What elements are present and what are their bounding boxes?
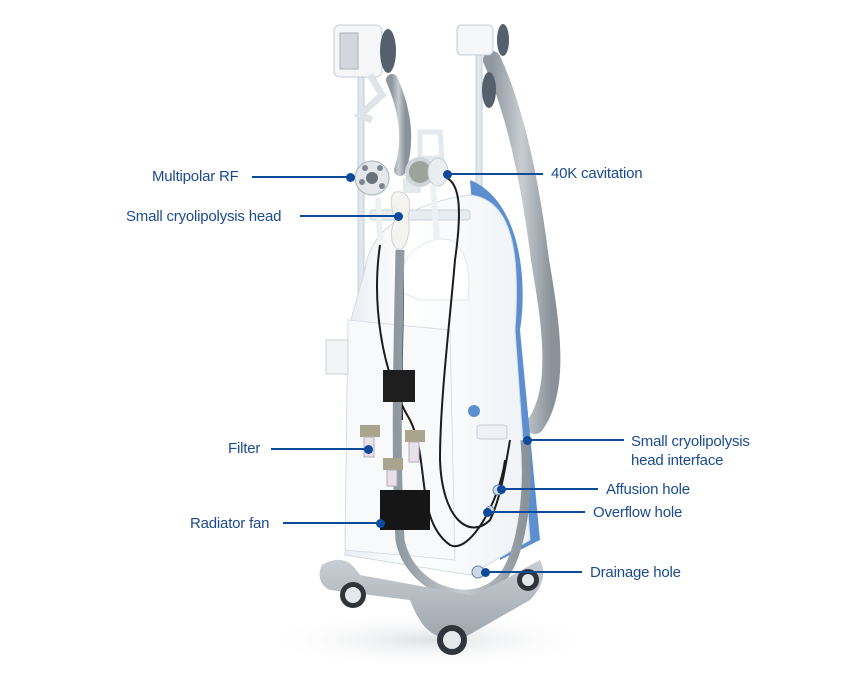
filter-assembly xyxy=(360,425,425,487)
callout-dot-radiator-fan xyxy=(376,519,385,528)
callout-label-small-cryo-head-interface: Small cryolipolysis head interface xyxy=(631,432,750,470)
callout-line-multipolar-rf xyxy=(252,176,350,178)
black-cable-2 xyxy=(376,244,506,548)
callout-dot-drainage-hole xyxy=(481,568,490,577)
callout-label-affusion-hole: Affusion hole xyxy=(606,481,690,498)
callout-label-line-1: Small cryolipolysis xyxy=(631,433,750,450)
callout-label-overflow-hole: Overflow hole xyxy=(593,504,683,521)
callout-dot-small-cryo-head xyxy=(394,212,403,221)
front-left-wheel xyxy=(340,582,366,608)
callout-line-filter xyxy=(271,448,368,450)
callout-line-affusion-hole xyxy=(501,488,598,490)
left-cryo-handle xyxy=(333,24,396,124)
side-tray xyxy=(325,339,349,375)
upper-vent xyxy=(383,370,415,402)
callout-line-40k-cavitation xyxy=(447,173,543,175)
40k-cavitation-head xyxy=(405,129,449,241)
callout-line-small-cryo-head-interface xyxy=(527,439,624,441)
callout-line-radiator-fan xyxy=(283,522,380,524)
callout-dot-multipolar-rf xyxy=(346,173,355,182)
callout-label-multipolar-rf: Multipolar RF xyxy=(152,168,239,185)
callout-dot-filter xyxy=(364,445,373,454)
right-hose xyxy=(483,51,561,434)
floor-shadow xyxy=(260,612,600,668)
callout-line-overflow-hole xyxy=(487,511,585,513)
interface-connector xyxy=(476,424,508,440)
callout-label-drainage-hole: Drainage hole xyxy=(590,564,681,581)
top-arch xyxy=(394,238,470,301)
black-cable-1 xyxy=(438,177,511,529)
front-right-wheel xyxy=(437,625,467,655)
callout-line-drainage-hole xyxy=(485,571,582,573)
callout-label-40k-cavitation: 40K cavitation xyxy=(551,165,643,182)
base xyxy=(319,559,544,640)
callout-dot-overflow-hole xyxy=(483,508,492,517)
callout-dot-40k-cavitation xyxy=(443,170,452,179)
callout-label-line-2: head interface xyxy=(631,452,724,469)
callout-dot-affusion-hole xyxy=(497,485,506,494)
callout-dot-small-cryo-head-interface xyxy=(523,436,532,445)
logo-badge xyxy=(468,405,480,417)
right-cryo-handle xyxy=(456,24,509,108)
callout-line-small-cryo-head xyxy=(300,215,398,217)
callout-label-small-cryo-head: Small cryolipolysis head xyxy=(126,208,282,225)
callout-label-filter: Filter xyxy=(228,440,261,457)
radiator-fan-panel xyxy=(380,490,430,530)
rear-wheel xyxy=(517,569,539,591)
callout-label-radiator-fan: Radiator fan xyxy=(190,515,270,532)
multipolar-rf-head xyxy=(354,160,390,241)
left-upper-hose xyxy=(386,74,412,176)
